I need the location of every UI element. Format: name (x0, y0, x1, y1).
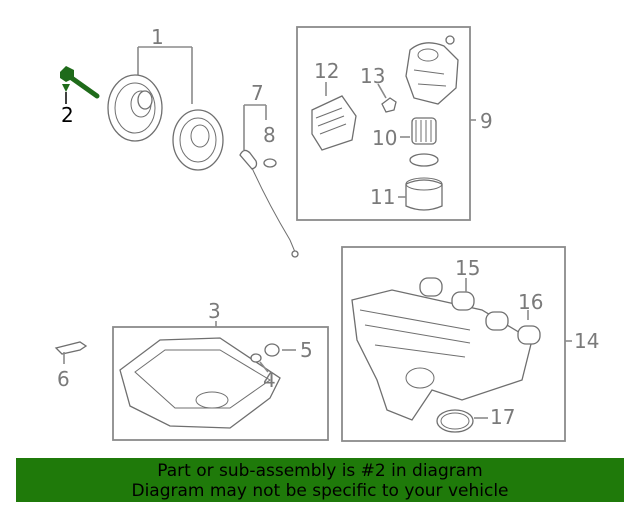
bolt-part-2 (60, 66, 100, 104)
pulley-assembly (107, 46, 224, 171)
sensor-part-13 (377, 83, 397, 113)
dipstick (239, 104, 299, 258)
gasket-part-15 (419, 277, 475, 311)
filter-housing (405, 35, 459, 105)
box-9 (296, 26, 471, 221)
callout-7: 7 (251, 81, 264, 105)
intake-manifold (351, 289, 533, 421)
oil-pan (119, 337, 281, 429)
callout-17: 17 (490, 405, 515, 429)
callout-13: 13 (360, 64, 385, 88)
box-14 (341, 246, 566, 442)
bracket-part-6 (54, 341, 88, 364)
seal-part-17 (436, 409, 488, 433)
callout-8: 8 (263, 123, 276, 147)
banner-line-2: Diagram may not be specific to your vehi… (131, 481, 509, 501)
callout-14: 14 (574, 329, 599, 353)
callout-9: 9 (480, 109, 493, 133)
callout-3: 3 (208, 299, 221, 323)
callout-15: 15 (455, 256, 480, 280)
filter-seal (409, 153, 439, 167)
filter-element-part-10 (400, 117, 437, 145)
washer-part-4 (250, 353, 269, 373)
callout-5: 5 (300, 338, 313, 362)
oil-cooler-part-12 (311, 82, 357, 151)
callout-16: 16 (518, 290, 543, 314)
callout-11: 11 (370, 185, 395, 209)
filter-cap-part-11 (398, 177, 443, 211)
gasket-part-16 (485, 310, 541, 345)
callout-12: 12 (314, 59, 339, 83)
banner-line-1: Part or sub-assembly is #2 in diagram (157, 461, 483, 481)
callout-4: 4 (263, 368, 276, 392)
box-3 (112, 326, 329, 441)
drain-plug-part-5 (264, 343, 296, 357)
vehicle-fit-banner: Part or sub-assembly is #2 in diagram Di… (16, 458, 624, 502)
callout-10: 10 (372, 126, 397, 150)
callout-6: 6 (57, 367, 70, 391)
callout-2: 2 (61, 103, 74, 127)
callout-1: 1 (151, 25, 164, 49)
